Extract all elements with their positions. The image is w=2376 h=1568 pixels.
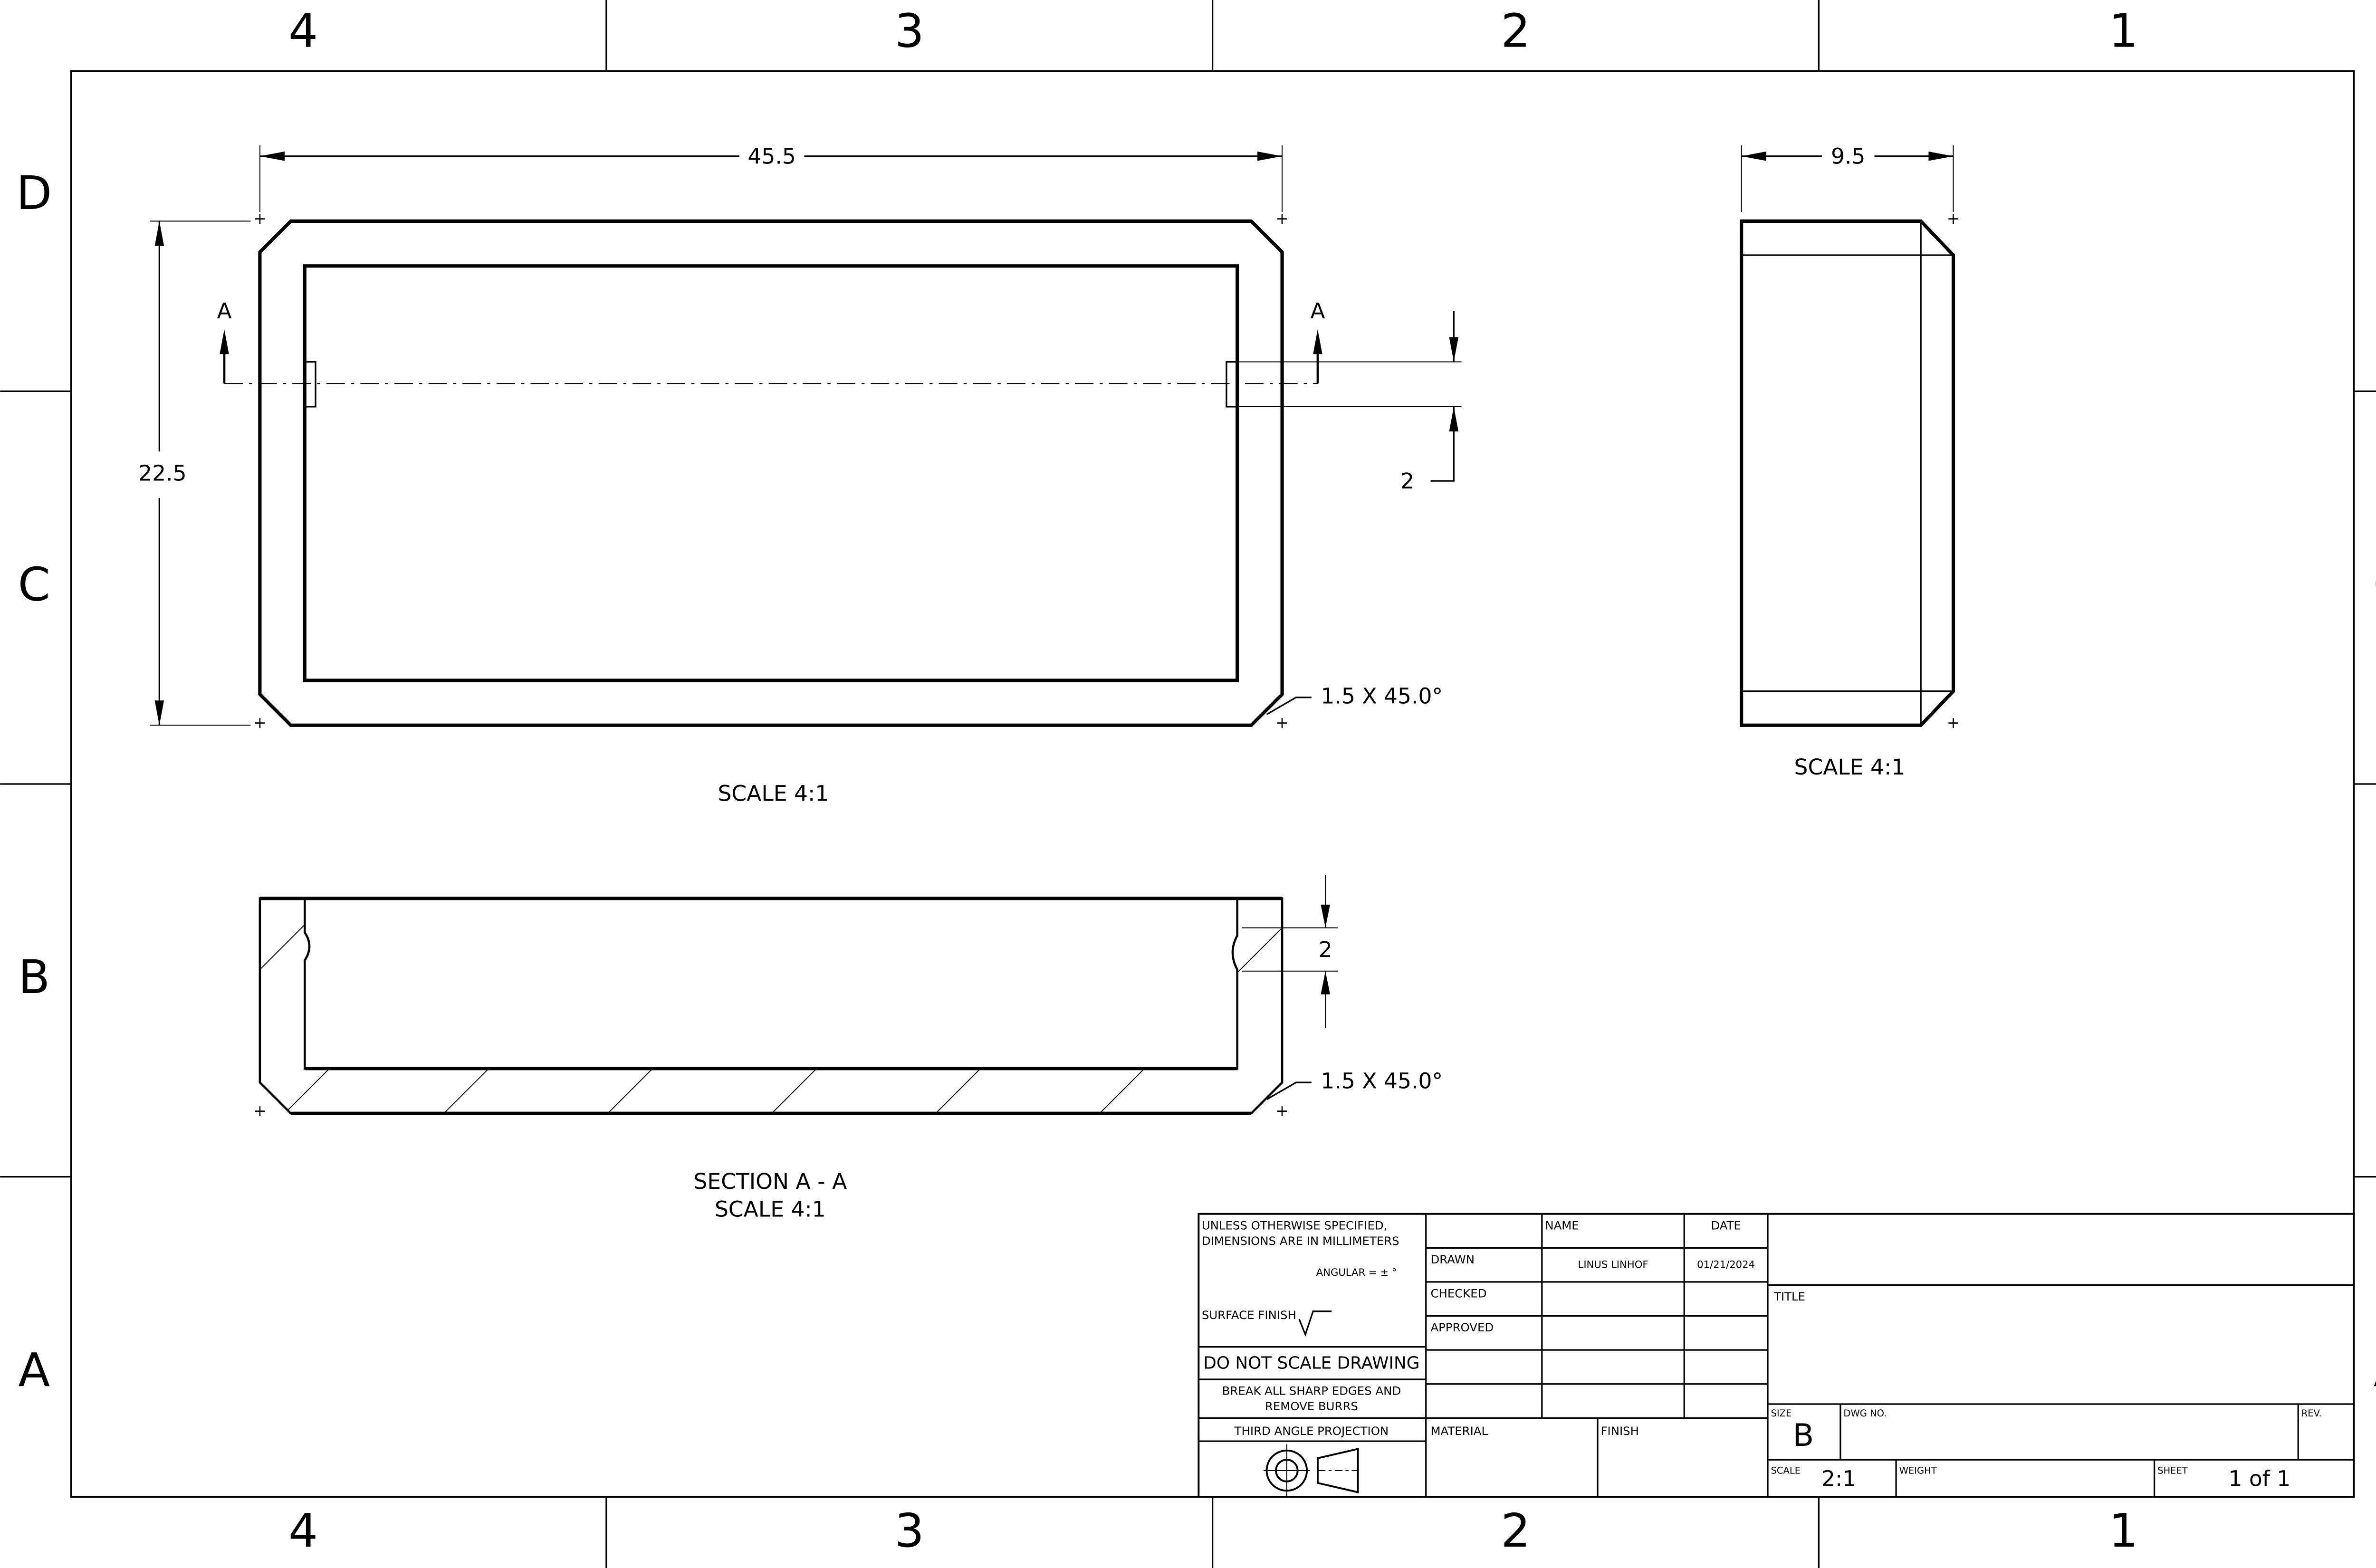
section-title: SECTION A - A: [693, 1169, 847, 1194]
zone-col-label: 1: [2108, 4, 2138, 58]
zone-col-label: 1: [2108, 1504, 2138, 1558]
chamfer-note: 1.5 X 45.0°: [1321, 683, 1443, 708]
surface-finish-label: SURFACE FINISH: [1202, 1308, 1296, 1322]
svg-text:+: +: [1947, 210, 1960, 228]
third-angle-projection-icon: [1264, 1444, 1359, 1497]
surface-finish-icon: [1298, 1310, 1332, 1337]
section-label-right: A: [1310, 298, 1325, 324]
zone-col-label: 4: [288, 4, 318, 58]
svg-text:+: +: [1947, 714, 1960, 732]
zone-col-label: 3: [895, 4, 924, 58]
thickness-dimension: 9.5: [1831, 143, 1865, 169]
drawn-by-name: LINUS LINHOF: [1578, 1259, 1648, 1271]
projection-label: THIRD ANGLE PROJECTION: [1234, 1424, 1389, 1438]
size-label: SIZE: [1771, 1408, 1792, 1419]
angular-tolerance: ANGULAR = ± °: [1316, 1266, 1397, 1278]
rev-label: REV.: [2301, 1408, 2322, 1419]
zone-labels: 4 3 2 1 4 3 2 1 D C B A D C B A: [16, 4, 2376, 1558]
svg-text:+: +: [1275, 714, 1288, 732]
zone-col-label: 2: [1501, 1504, 1530, 1558]
zone-row-label: D: [2372, 166, 2376, 220]
checked-label: CHECKED: [1431, 1286, 1487, 1300]
finish-label: FINISH: [1600, 1424, 1638, 1438]
sheet-label: SHEET: [2157, 1465, 2188, 1476]
dwg-no-label: DWG NO.: [1843, 1408, 1887, 1419]
zone-row-label: C: [18, 558, 50, 612]
units-note-line1: UNLESS OTHERWISE SPECIFIED,: [1202, 1218, 1388, 1232]
title-label: TITLE: [1773, 1290, 1805, 1303]
zone-col-label: 2: [1501, 4, 1530, 58]
units-note-line2: DIMENSIONS ARE IN MILLIMETERS: [1202, 1234, 1399, 1248]
scale-value: 2:1: [1821, 1466, 1856, 1492]
title-block: UNLESS OTHERWISE SPECIFIED, DIMENSIONS A…: [1198, 1213, 2355, 1498]
section-slot-dimension: 2: [1319, 937, 1332, 962]
zone-col-label: 4: [288, 1504, 318, 1558]
sheet-value: 1 of 1: [2228, 1466, 2290, 1492]
zone-row-label: B: [18, 950, 50, 1004]
height-dimension: 22.5: [138, 461, 186, 486]
section-view: + + 2 1.5 X 45.0° SECTION A - A SCALE 4:…: [253, 875, 1443, 1222]
front-view: A A + + + + 45.5 22.5 2 1.5 X 45.0° SCAL…: [135, 143, 1462, 806]
svg-text:+: +: [253, 210, 266, 228]
drawn-date: 01/21/2024: [1697, 1259, 1755, 1271]
front-view-scale: SCALE 4:1: [718, 781, 829, 806]
svg-text:+: +: [1275, 210, 1288, 228]
date-header: DATE: [1711, 1218, 1741, 1232]
zone-row-label: A: [2374, 1343, 2376, 1397]
side-view: + + 9.5 SCALE 4:1: [1740, 143, 1960, 780]
section-chamfer-note: 1.5 X 45.0°: [1321, 1069, 1443, 1094]
zone-row-label: A: [18, 1343, 50, 1397]
material-label: MATERIAL: [1431, 1424, 1488, 1438]
svg-text:+: +: [1275, 1102, 1288, 1120]
slot-dimension: 2: [1400, 468, 1414, 494]
zone-row-label: D: [16, 166, 52, 220]
scale-label: SCALE: [1771, 1465, 1801, 1476]
break-edges-line1: BREAK ALL SHARP EDGES AND: [1222, 1384, 1401, 1398]
section-arrow-icon: [220, 329, 229, 354]
size-value: B: [1792, 1418, 1814, 1453]
zone-row-label: B: [2374, 950, 2376, 1004]
drawn-label: DRAWN: [1431, 1252, 1475, 1266]
section-label-left: A: [217, 298, 231, 324]
section-arrow-icon: [1313, 329, 1322, 354]
zone-col-label: 3: [895, 1504, 924, 1558]
break-edges-line2: REMOVE BURRS: [1265, 1399, 1358, 1413]
side-view-scale: SCALE 4:1: [1794, 755, 1906, 780]
name-header: NAME: [1545, 1218, 1579, 1232]
section-scale: SCALE 4:1: [715, 1197, 826, 1222]
do-not-scale-note: DO NOT SCALE DRAWING: [1203, 1353, 1419, 1373]
weight-label: WEIGHT: [1899, 1465, 1937, 1476]
zone-row-label: C: [2373, 558, 2376, 612]
approved-label: APPROVED: [1431, 1320, 1494, 1334]
svg-text:+: +: [253, 1102, 266, 1120]
width-dimension: 45.5: [747, 143, 795, 169]
svg-text:+: +: [253, 714, 266, 732]
